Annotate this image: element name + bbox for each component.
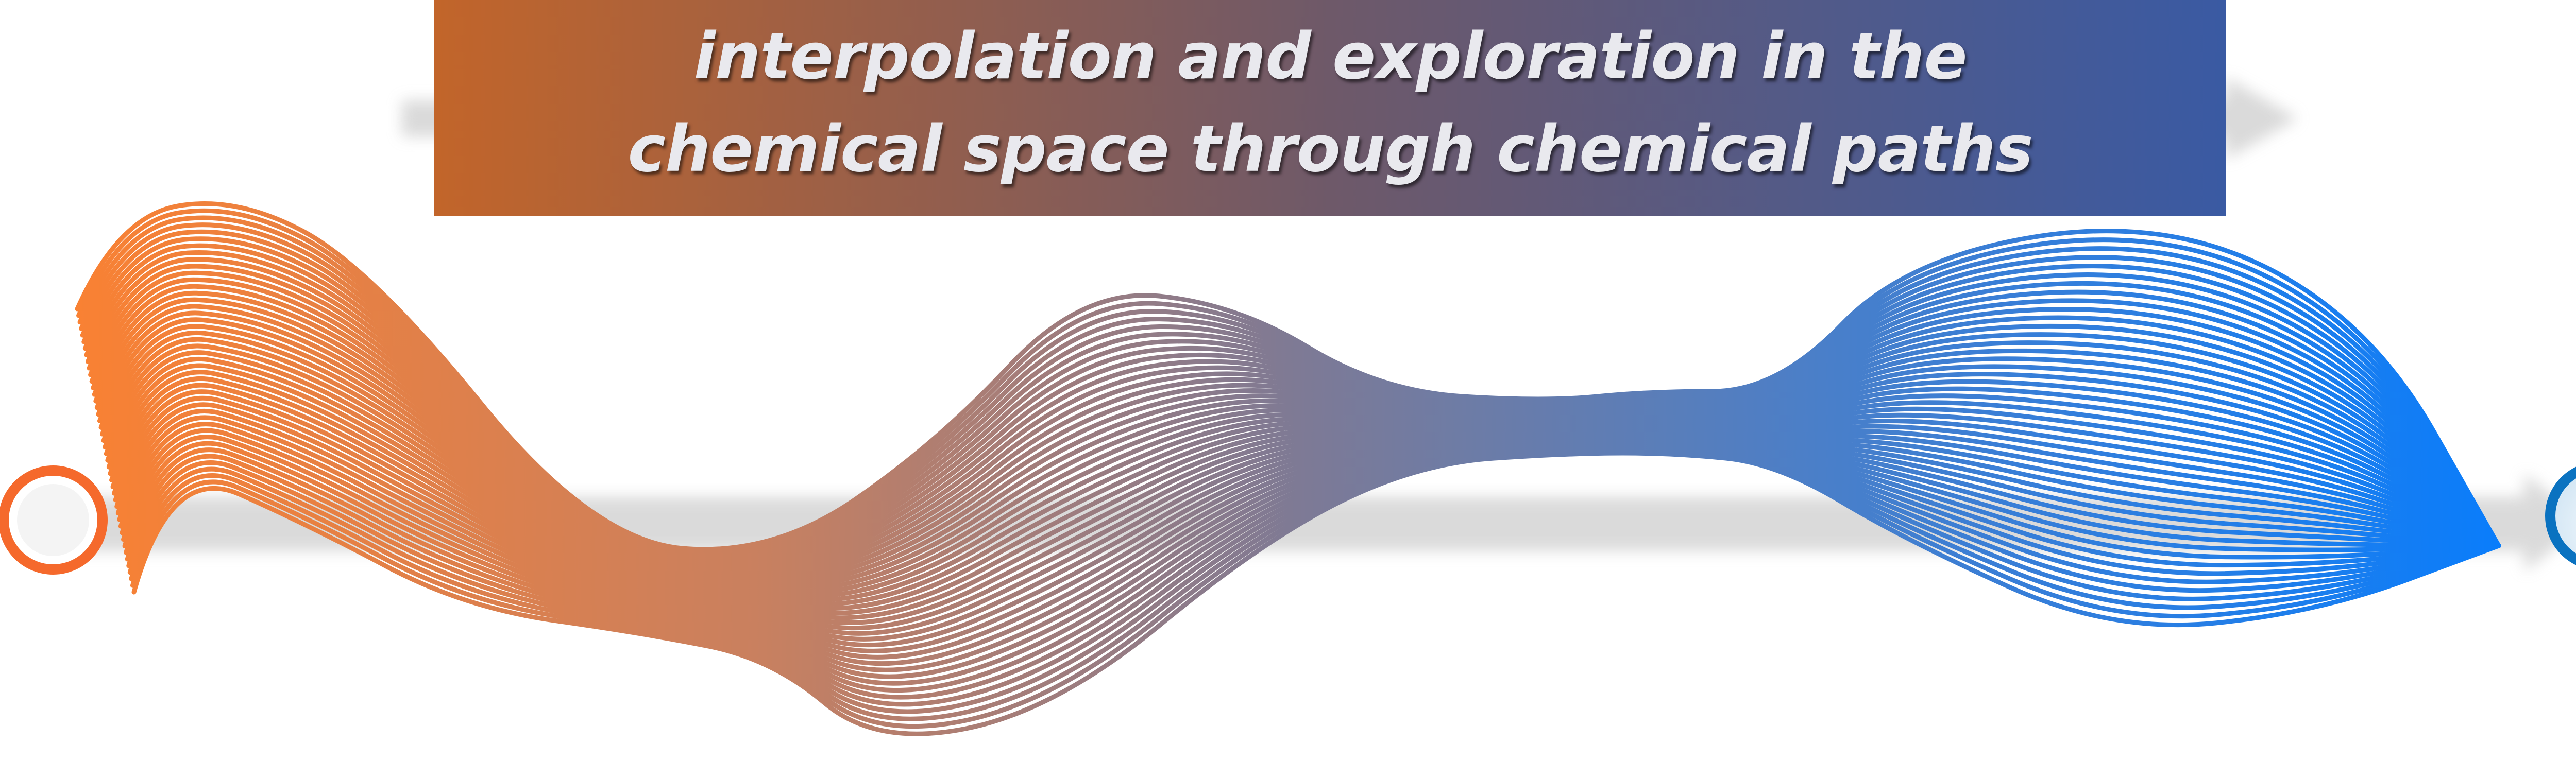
chemical-path-line: [75, 201, 2501, 552]
title-banner: interpolation and exploration in the che…: [434, 0, 2226, 216]
chemical-path-line: [125, 444, 2501, 700]
chemical-path-line: [130, 449, 2501, 729]
chemical-path-line: [79, 222, 2501, 559]
chemical-path-line: [110, 383, 2501, 631]
chemical-path-line: [131, 451, 2501, 736]
chemical-path-line: [76, 208, 2501, 554]
chemical-path-line: [118, 422, 2501, 666]
chemical-path-line: [124, 442, 2501, 693]
banner-title-line-2: chemical space through chemical paths: [628, 112, 2033, 186]
chemical-path-line: [81, 236, 2501, 564]
chemical-path-line: [93, 297, 2501, 585]
chemical-path-line: [100, 330, 2501, 599]
chemical-path-line: [120, 428, 2501, 672]
chemical-path-line: [82, 243, 2501, 566]
chemical-path-line: [103, 343, 2501, 604]
chemical-path-line: [98, 324, 2501, 596]
chemical-path-line: [126, 445, 2501, 707]
chemical-path-line: [129, 448, 2501, 721]
chemical-path-line: [80, 229, 2501, 561]
chemical-path-line: [85, 257, 2501, 570]
chemical-path-line: [84, 250, 2501, 568]
chemical-path-line: [115, 409, 2501, 653]
chemical-path-line: [113, 395, 2501, 642]
chemical-path-line: [88, 270, 2501, 576]
start-node-shadow: [17, 484, 89, 556]
chemical-path-line: [112, 389, 2501, 636]
chemical-path-line: [92, 290, 2501, 583]
chemical-path-line: [108, 370, 2501, 620]
chemical-path-line: [117, 415, 2501, 660]
chemical-path-line: [122, 441, 2501, 686]
banner-background: [434, 0, 2226, 216]
chemical-path-line: [121, 435, 2501, 679]
chemical-path-line: [127, 446, 2501, 714]
banner-title-line-1: interpolation and exploration in the: [693, 20, 1967, 94]
chemical-paths-bundle: [75, 201, 2501, 736]
chemical-path-line: [109, 376, 2501, 626]
chemical-path-line: [77, 215, 2501, 557]
chemical-path-line: [96, 310, 2501, 591]
chemical-path-line: [104, 350, 2501, 608]
chemical-path-line: [91, 284, 2501, 580]
chemical-path-line: [89, 277, 2501, 578]
chemical-path-line: [114, 402, 2501, 648]
chemical-path-line: [106, 363, 2501, 616]
chemical-path-line: [97, 317, 2501, 593]
chemical-path-line: [101, 337, 2501, 601]
chemical-path-line: [105, 356, 2501, 612]
chemical-path-line: [87, 264, 2501, 573]
end-node: [2545, 466, 2576, 565]
chemical-path-line: [94, 304, 2501, 588]
